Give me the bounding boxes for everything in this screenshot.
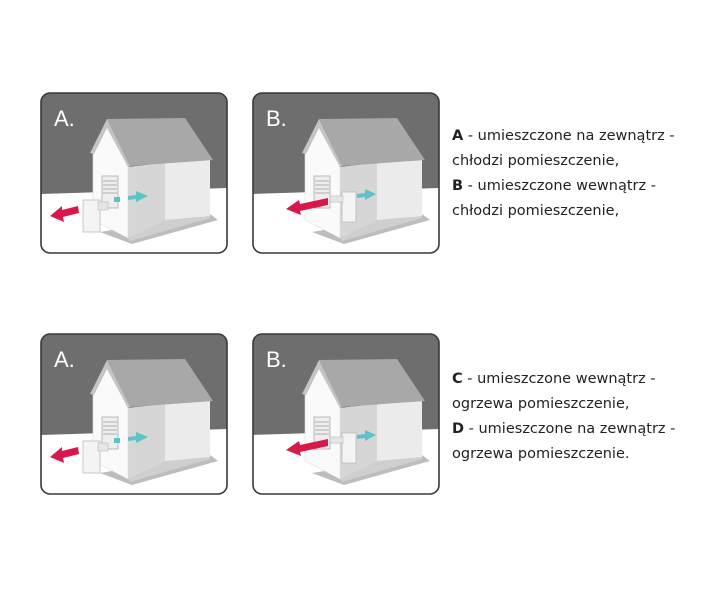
description-d: D - umieszczone na zewnątrz -	[452, 417, 712, 442]
roof	[107, 359, 213, 407]
panel-label: A.	[54, 106, 75, 131]
line: ogrzewa pomieszczenie,	[452, 396, 630, 412]
house-illustration: B.	[252, 92, 440, 254]
floor	[340, 457, 422, 482]
roof-edge	[90, 119, 130, 167]
panel-b-bottom: B.	[252, 333, 440, 495]
cool-air-arrow	[128, 432, 148, 443]
interior-side-wall	[128, 163, 165, 238]
panel-b-top: B.	[252, 92, 440, 254]
house-illustration: B.	[252, 333, 440, 495]
description-c: C - umieszczone wewnątrz -	[452, 367, 712, 392]
panel-label: B.	[266, 347, 287, 372]
ac-unit	[82, 440, 109, 474]
house-illustration: A.	[40, 92, 228, 254]
hot-air-arrow	[286, 439, 328, 456]
panel-border	[252, 92, 440, 254]
description-top: A - umieszczone na zewnątrz - chłodzi po…	[452, 124, 712, 224]
line: - umieszczone na zewnątrz -	[464, 421, 676, 437]
line: - umieszczone wewnątrz -	[463, 178, 656, 194]
roof	[319, 118, 425, 166]
line: - umieszczone na zewnątrz -	[463, 128, 675, 144]
description-b: B - umieszczone wewnątrz -	[452, 174, 712, 199]
ac-unit	[329, 191, 357, 223]
line: chłodzi pomieszczenie,	[452, 153, 620, 169]
ac-unit	[82, 199, 109, 233]
panel-a-top: A.	[40, 92, 228, 254]
panel-border	[40, 333, 228, 495]
floor	[340, 216, 422, 241]
line: chłodzi pomieszczenie,	[452, 203, 620, 219]
cool-air-arrow	[357, 430, 376, 441]
cool-air-arrow	[128, 191, 148, 202]
letter-d: D	[452, 421, 465, 437]
hot-air-arrow	[286, 198, 328, 215]
roof	[107, 118, 213, 166]
panel-label: A.	[54, 347, 75, 372]
hot-air-arrow	[50, 206, 79, 222]
panel-label: B.	[266, 106, 287, 131]
line: - umieszczone wewnątrz -	[462, 371, 656, 387]
panel-border	[40, 92, 228, 254]
interior-side-wall	[128, 404, 165, 479]
house-illustration: A.	[40, 333, 228, 495]
description-a: A - umieszczone na zewnątrz -	[452, 124, 712, 149]
line: ogrzewa pomieszczenie.	[452, 446, 630, 462]
panel-a-bottom: A.	[40, 333, 228, 495]
roof-edge	[90, 360, 130, 408]
roof-edge	[302, 360, 342, 408]
letter-b: B	[452, 178, 464, 194]
description-bottom: C - umieszczone wewnątrz - ogrzewa pomie…	[452, 367, 712, 467]
hot-air-arrow	[50, 447, 79, 463]
cool-air-vent	[114, 197, 120, 202]
floor	[128, 216, 210, 241]
letter-a: A	[452, 128, 464, 144]
letter-c: C	[452, 371, 463, 387]
floor	[128, 457, 210, 482]
panel-border	[252, 333, 440, 495]
cool-air-vent	[114, 438, 120, 443]
roof-edge	[302, 119, 342, 167]
roof	[319, 359, 425, 407]
cool-air-arrow	[357, 189, 376, 200]
ac-unit	[329, 432, 357, 464]
